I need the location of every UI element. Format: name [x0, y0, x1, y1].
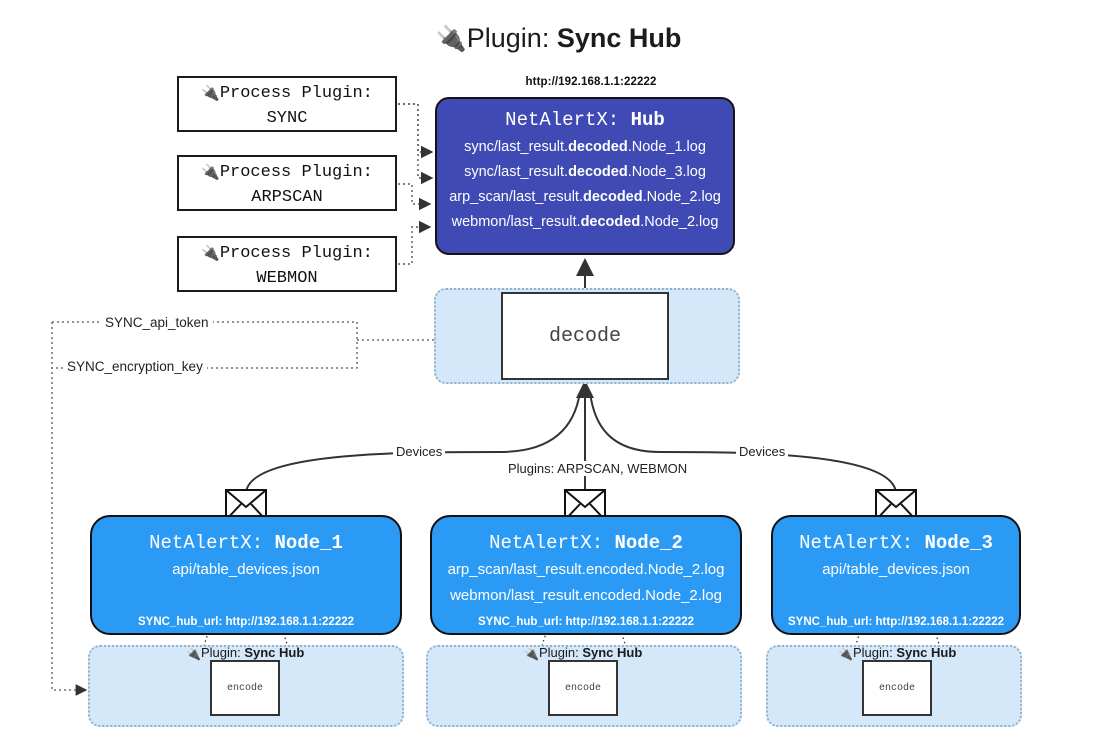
hub-header: NetAlertX: Hub [437, 105, 733, 135]
process-plugin-webmon[interactable]: 🔌Process Plugin: WEBMON [177, 236, 397, 292]
sync-api-token-label: SYNC_api_token [101, 315, 213, 330]
process-plugin-name: SYNC [266, 109, 308, 128]
hub-log-mid: decoded [568, 164, 628, 180]
encode-label: encode [878, 682, 915, 694]
node-header-name: Node_2 [614, 532, 683, 554]
node-header-name: Node_1 [274, 532, 343, 554]
plugin-label-prefix: Plugin: [852, 645, 897, 660]
hub-log-row: sync/last_result.decoded.Node_1.log [437, 135, 733, 160]
encode-box-2[interactable]: encode [548, 660, 618, 716]
hub-log-post: .Node_2.log [640, 214, 719, 230]
node-hub-url: SYNC_hub_url: http://192.168.1.1:22222 [137, 616, 355, 628]
hub-log-mid: decoded [568, 139, 628, 155]
process-plugin-sync[interactable]: 🔌Process Plugin: SYNC [177, 76, 397, 132]
plug-icon: 🔌 [201, 163, 220, 181]
process-plugin-title: Process Plugin: [219, 163, 373, 182]
hub-log-pre: sync/last_result. [464, 139, 569, 155]
hub-log-pre: arp_scan/last_result. [449, 189, 583, 205]
process-plugin-title: Process Plugin: [219, 84, 373, 103]
hub-log-post: .Node_1.log [627, 139, 706, 155]
plug-icon: 🔌 [186, 647, 201, 661]
process-plugin-name: WEBMON [256, 269, 318, 288]
hub-log-row: webmon/last_result.decoded.Node_2.log [437, 210, 733, 235]
page-title-prefix: Plugin: [466, 23, 557, 53]
edge-label-plugins-center: Plugins: ARPSCAN, WEBMON [505, 461, 691, 476]
node-header-name: Node_3 [924, 532, 993, 554]
node-header-prefix: NetAlertX: [799, 532, 925, 554]
plug-icon: 🔌 [524, 647, 539, 661]
node-header-prefix: NetAlertX: [149, 532, 275, 554]
node-header: NetAlertX: Node_2 [432, 529, 740, 557]
plugin-label-prefix: Plugin: [200, 645, 245, 660]
hub-log-pre: sync/last_result. [464, 164, 569, 180]
hub-header-name: Hub [630, 109, 665, 131]
node-resource-row: api/table_devices.json [822, 561, 970, 578]
plug-icon: 🔌 [838, 647, 853, 661]
hub-header-prefix: NetAlertX: [505, 109, 631, 131]
node-header: NetAlertX: Node_3 [773, 529, 1019, 557]
plugin-label-name: Sync Hub [244, 645, 305, 660]
hub-log-row: arp_scan/last_result.decoded.Node_2.log [437, 185, 733, 210]
plugin-label-2: 🔌Plugin: Sync Hub [524, 645, 642, 661]
sync-encryption-key-label: SYNC_encryption_key [63, 359, 207, 374]
hub-url-label: http://192.168.1.1:22222 [525, 76, 657, 88]
node-box-3[interactable]: NetAlertX: Node_3 api/table_devices.json… [771, 515, 1021, 635]
hub-log-mid: decoded [580, 214, 641, 230]
edge-label-devices-left: Devices [393, 444, 446, 459]
plug-icon: 🔌 [201, 84, 220, 102]
node-header: NetAlertX: Node_1 [92, 529, 400, 557]
node-box-1[interactable]: NetAlertX: Node_1 api/table_devices.json… [90, 515, 402, 635]
hub-log-pre: webmon/last_result. [451, 214, 581, 230]
encode-box-3[interactable]: encode [862, 660, 932, 716]
node-resource-row: api/table_devices.json [172, 561, 320, 578]
hub-log-row: sync/last_result.decoded.Node_3.log [437, 160, 733, 185]
node-header-prefix: NetAlertX: [489, 532, 615, 554]
page-title-name: Sync Hub [556, 23, 682, 53]
decode-box[interactable]: decode [501, 292, 669, 380]
encode-box-1[interactable]: encode [210, 660, 280, 716]
plugin-label-prefix: Plugin: [538, 645, 583, 660]
node-resource-row: webmon/last_result.encoded.Node_2.log [450, 587, 722, 604]
hub-log-post: .Node_3.log [627, 164, 706, 180]
process-plugin-arpscan[interactable]: 🔌Process Plugin: ARPSCAN [177, 155, 397, 211]
page-title: 🔌Plugin: Sync Hub [0, 16, 1117, 61]
encode-label: encode [226, 682, 263, 694]
process-plugin-name: ARPSCAN [251, 188, 323, 207]
node-hub-url: SYNC_hub_url: http://192.168.1.1:22222 [477, 616, 695, 628]
plug-icon: 🔌 [201, 244, 220, 262]
process-plugin-title: Process Plugin: [219, 244, 373, 263]
plugin-label-1: 🔌Plugin: Sync Hub [186, 645, 304, 661]
plugin-label-name: Sync Hub [582, 645, 643, 660]
plug-icon: 🔌 [435, 25, 467, 53]
decode-label: decode [548, 324, 621, 348]
encode-label: encode [564, 682, 601, 694]
node-hub-url: SYNC_hub_url: http://192.168.1.1:22222 [787, 616, 1005, 628]
hub-log-mid: decoded [582, 189, 643, 205]
plugin-label-3: 🔌Plugin: Sync Hub [838, 645, 956, 661]
hub-box[interactable]: NetAlertX: Hub sync/last_result.decoded.… [435, 97, 735, 255]
hub-log-post: .Node_2.log [642, 189, 721, 205]
edge-label-devices-right: Devices [736, 444, 789, 459]
node-box-2[interactable]: NetAlertX: Node_2 arp_scan/last_result.e… [430, 515, 742, 635]
plugin-label-name: Sync Hub [896, 645, 957, 660]
node-resource-row: arp_scan/last_result.encoded.Node_2.log [447, 561, 725, 578]
